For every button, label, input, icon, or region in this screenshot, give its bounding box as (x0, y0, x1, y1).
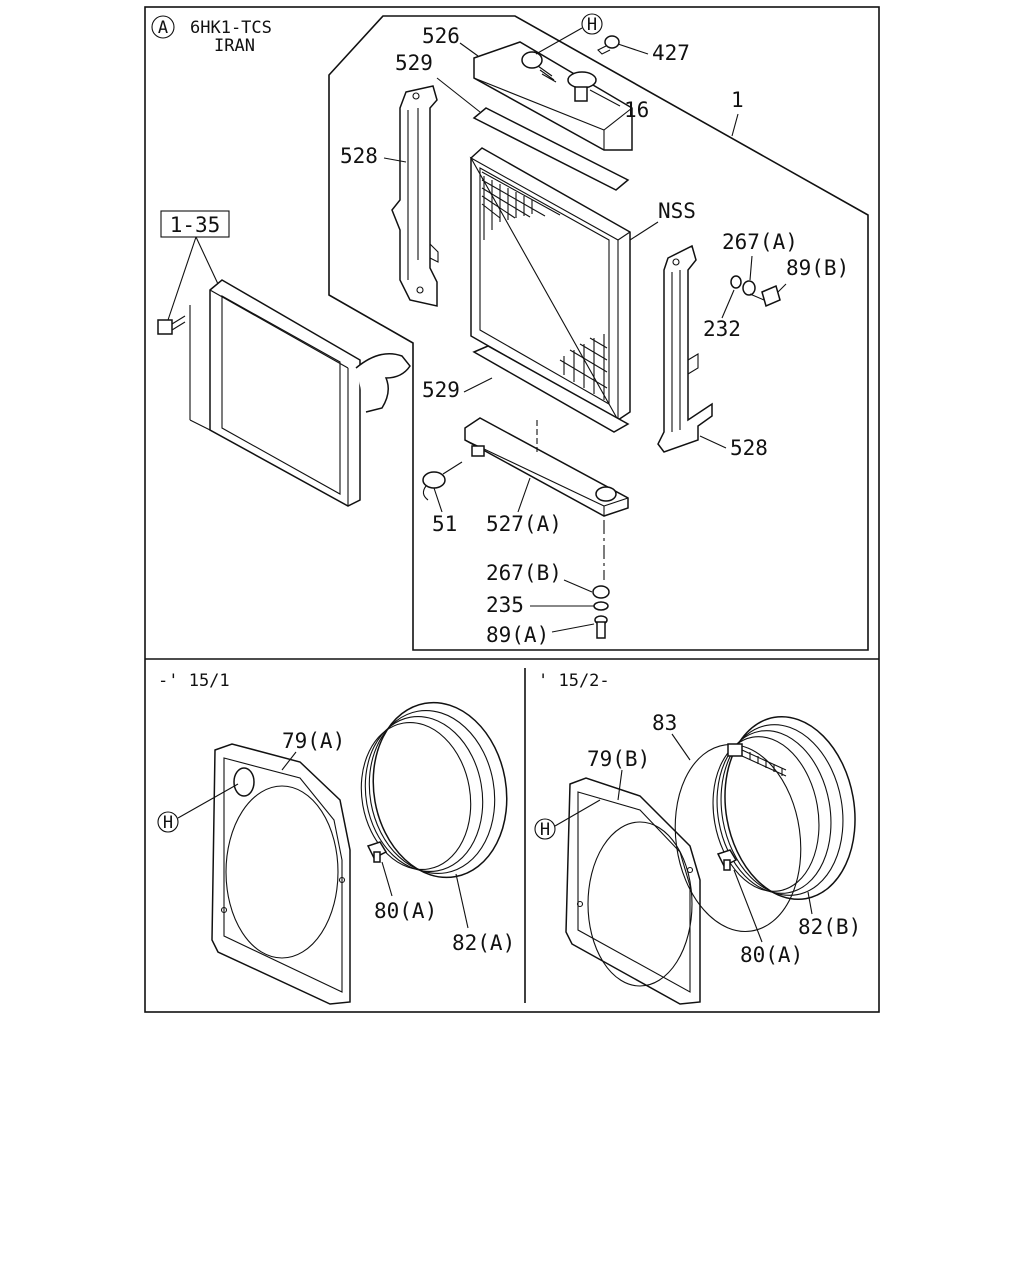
callout-h-top-marker (581, 13, 603, 35)
fasteners-267b-235-89a (592, 585, 610, 639)
region-label: IRAN (214, 36, 255, 56)
gasket-529-bottom (472, 345, 630, 433)
label-267b: 267(B) (486, 561, 562, 585)
callout-h-right-marker (534, 818, 556, 840)
callout-h-right: H (540, 820, 550, 840)
label-16: 16 (624, 98, 649, 122)
side-bracket-528-right (657, 244, 713, 453)
variant-header: A 6HK1-TCS IRAN (151, 15, 272, 56)
label-79a: 79(A) (282, 729, 345, 753)
bolt-80a-left (366, 841, 388, 863)
callout-h-left-marker (157, 811, 179, 833)
shroud-79a (211, 743, 351, 1005)
bolt-80a-right (716, 849, 738, 871)
circle-a-marker (151, 15, 175, 39)
outer-frame (144, 6, 880, 1013)
label-89a: 89(A) (486, 623, 549, 647)
period-right: ' 15/2- (538, 671, 610, 691)
label-232: 232 (703, 317, 741, 341)
fan-ring-82b (712, 715, 856, 901)
model-label: 6HK1-TCS (190, 18, 272, 38)
drain-plug-51 (422, 461, 463, 501)
label-83: 83 (652, 711, 677, 735)
label-427: 427 (652, 41, 690, 65)
label-526: 526 (422, 24, 460, 48)
label-89b: 89(B) (786, 256, 849, 280)
radiator-assembly-ref (157, 279, 411, 507)
circle-a-text: A (158, 18, 168, 38)
label-nss: NSS (658, 199, 696, 223)
period-left: -' 15/1 (158, 671, 230, 691)
side-bracket-528-left (391, 85, 439, 307)
label-527a: 527(A) (486, 512, 562, 536)
label-82a: 82(A) (452, 931, 515, 955)
top-tank-526 (473, 35, 633, 151)
fasteners-267a-89b-232 (730, 275, 781, 308)
label-528-left: 528 (340, 144, 378, 168)
label-267a: 267(A) (722, 230, 798, 254)
label-82b: 82(B) (798, 915, 861, 939)
callout-h-top: H (587, 15, 597, 35)
fan-ring-82a (360, 701, 508, 879)
callout-h-left: H (163, 813, 173, 833)
ref-box-text: 1-35 (170, 213, 221, 237)
label-80a-left: 80(A) (374, 899, 437, 923)
gasket-529-top (472, 107, 630, 191)
label-235: 235 (486, 593, 524, 617)
radiator-core-nss (469, 147, 631, 423)
label-51: 51 (432, 512, 457, 536)
band-83 (674, 743, 802, 933)
label-80a-right: 80(A) (740, 943, 803, 967)
shroud-79b (565, 777, 701, 1005)
kit-outline (328, 15, 869, 651)
label-1: 1 (731, 88, 744, 112)
label-529-top: 529 (395, 51, 433, 75)
label-529-bottom: 529 (422, 378, 460, 402)
label-79b: 79(B) (587, 747, 650, 771)
bottom-tank-527a (464, 417, 629, 580)
label-528-right: 528 (730, 436, 768, 460)
ref-box (160, 210, 230, 238)
